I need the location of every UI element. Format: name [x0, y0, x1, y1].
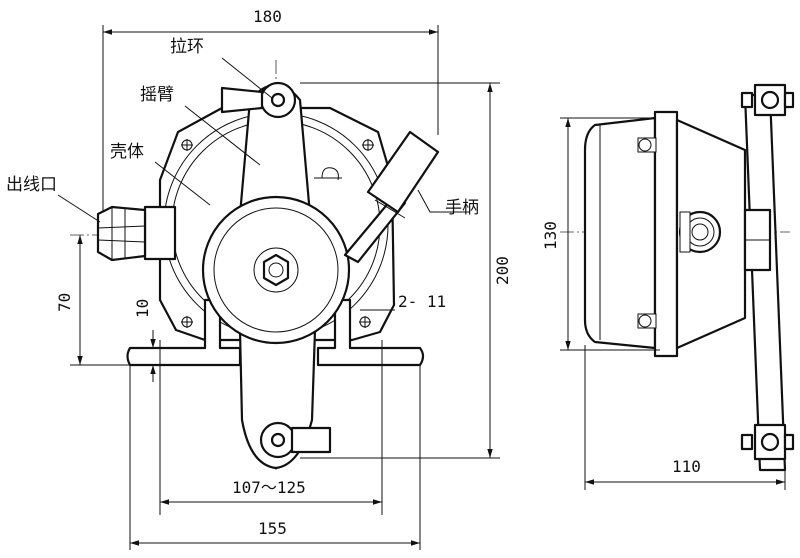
dim-side-depth: 110: [672, 457, 701, 476]
dim-side-height: 130: [541, 221, 560, 250]
label-pull-ring: 拉环: [170, 37, 204, 57]
side-housing-back: [583, 116, 657, 350]
housing-leader: [154, 161, 211, 206]
label-housing: 壳体: [110, 142, 144, 162]
label-rocker-arm: 摇臂: [140, 85, 174, 105]
pull-ring-lower: [290, 426, 332, 454]
rocker-arm-leader: [184, 105, 261, 166]
dim-mount-holes: 2- 11: [398, 292, 446, 311]
pull-ring-leader: [221, 57, 273, 99]
handle: [343, 130, 440, 264]
hex-nut: [262, 253, 290, 287]
front-view: [57, 25, 500, 550]
side-flange: [653, 110, 679, 358]
cable-outlet-gland: [96, 205, 177, 262]
base-feet: [126, 298, 425, 367]
pull-ring-upper: [220, 86, 264, 114]
side-view: [560, 83, 795, 490]
rocker-arm: [220, 81, 332, 470]
hub-cover: [201, 195, 351, 345]
label-cable-outlet: 出线口: [6, 175, 57, 195]
side-bolts: [637, 137, 657, 329]
outlet-leader: [57, 194, 101, 223]
dim-base-width: 155: [258, 519, 287, 538]
dim-base-height: 10: [133, 299, 152, 318]
side-rocker-arm: [743, 93, 787, 472]
handle-leader: [417, 189, 470, 213]
dim-front-height: 200: [493, 256, 512, 285]
dim-mount-span: 107～125: [232, 478, 306, 497]
dim-outlet-height: 70: [55, 293, 74, 312]
side-cable-gland: [678, 210, 722, 254]
label-handle: 手柄: [445, 198, 479, 218]
dim-front-width: 180: [253, 7, 282, 26]
